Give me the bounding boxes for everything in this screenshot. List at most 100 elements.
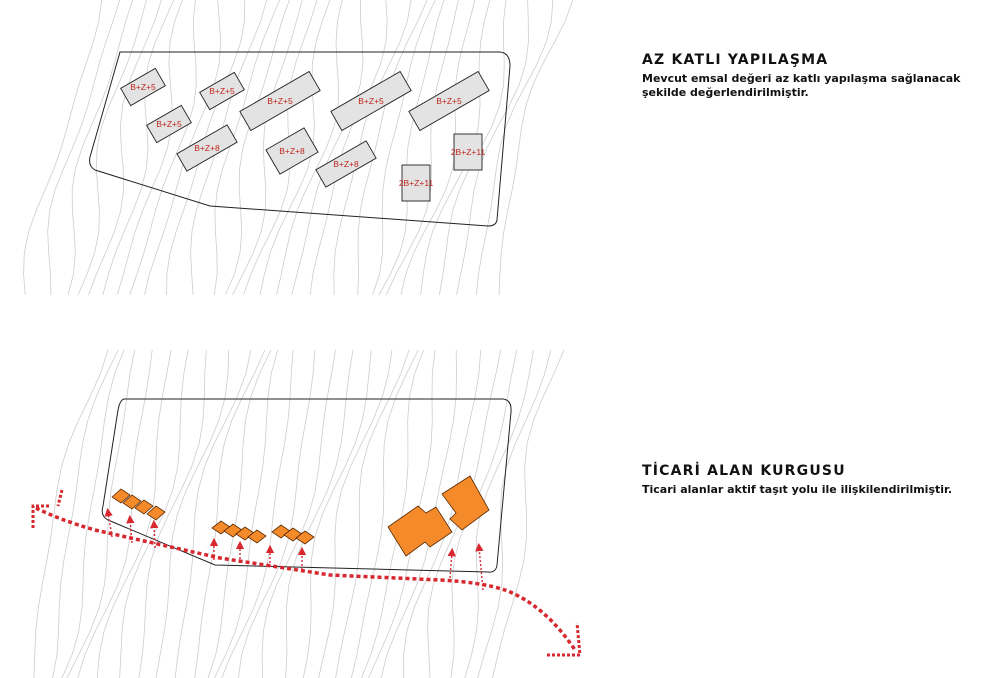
contour-line [403,349,482,678]
contour-line [385,0,459,296]
building-floor-label: B+Z+5 [209,86,235,96]
building-footprint [265,127,319,175]
building-footprint [330,70,412,132]
low-rise-title: AZ KATLI YAPILAŞMA [642,52,829,68]
low-rise-description: Mevcut emsal değeri az katlı yapılaşma s… [642,72,982,100]
contour-line [285,349,354,678]
contour-line [174,349,252,678]
contour-line [194,349,266,678]
site-boundary-top [89,51,511,227]
contour-line [23,0,103,296]
contour-line [52,349,119,678]
contour-line [77,349,153,678]
contour-line [102,0,174,296]
contour-line [207,349,272,678]
commercial-block-large [387,505,453,557]
vehicle-road-path [35,506,577,651]
contour-line [129,0,197,296]
contour-line [456,0,529,296]
commercial-unit [111,488,131,504]
building-floor-label: B+Z+8 [279,146,305,156]
contour-line [138,349,207,678]
building-block: B+Z+8 [265,127,319,175]
commercial-title: TİCARİ ALAN KURGUSU [642,463,846,479]
road-arrow-tick-left [56,489,64,507]
building-floor-label: B+Z+5 [156,119,182,129]
building-footprint [453,133,483,171]
low-rise-caption: AZ KATLI YAPILAŞMA Mevcut emsal değeri a… [642,52,982,100]
commercial-unit [295,530,315,545]
contour-line [378,0,445,296]
contour-line [476,0,554,296]
building-block: B+Z+5 [146,104,192,144]
contour-line [213,0,280,296]
building-footprint [176,124,238,172]
building-floor-label: B+Z+5 [130,82,156,92]
contour-line [498,0,574,296]
contour-line [47,0,121,296]
building-footprint [239,70,321,132]
contour-line [291,0,364,296]
building-footprint [199,71,245,111]
building-block: 2B+Z+11 [399,164,434,202]
contour-line [88,0,162,296]
contour-line [335,349,410,678]
building-floor-label: B+Z+5 [358,96,384,106]
contour-line [318,349,393,678]
contour-line [116,0,183,296]
commercial-unit [247,529,267,544]
commercial-unit [134,499,154,515]
building-block: B+Z+5 [120,67,166,107]
building-floor-label: 2B+Z+11 [451,147,486,157]
contour-line [221,349,294,678]
building-footprint [120,67,166,107]
commercial-unit [122,494,142,510]
commercial-caption: TİCARİ ALAN KURGUSU Ticari alanlar aktif… [642,463,982,497]
building-footprint [408,70,490,132]
building-block: B+Z+5 [199,71,245,111]
contour-line [333,0,412,296]
building-block: B+Z+5 [330,70,412,132]
contour-line [361,349,425,678]
site-boundary-bottom [101,398,512,573]
contour-line [33,349,109,678]
contour-line [276,0,343,296]
contour-line [214,349,279,678]
contour-line [61,349,125,678]
contour-line [67,0,133,296]
contour-line [350,349,419,678]
commercial-description: Ticari alanlar aktif taşıt yolu ile iliş… [642,483,953,496]
contour-line [309,0,388,296]
contour-line [477,349,552,678]
contour-line [302,349,372,678]
low-rise-description-line2: şekilde değerlendirilmiştir. [642,86,809,99]
building-footprint [401,164,431,202]
building-block: B+Z+5 [239,70,321,132]
building-footprint [146,104,192,144]
contour-line [232,0,303,296]
low-rise-description-line1: Mevcut emsal değeri az katlı yapılaşma s… [642,72,961,85]
contour-line [372,0,436,296]
building-block: B+Z+8 [315,140,377,188]
contour-line [77,0,147,296]
contour-line [225,0,290,296]
building-footprint [315,140,377,188]
road-arrowhead-right [547,622,582,657]
contour-line [155,349,230,678]
building-block: 2B+Z+11 [451,133,486,171]
contour-line [237,349,316,678]
building-floor-label: B+Z+5 [267,96,293,106]
contour-line [261,349,336,678]
commercial-units [111,475,490,557]
building-block: B+Z+8 [176,124,238,172]
contour-line [119,349,189,678]
building-floor-label: 2B+Z+11 [399,178,434,188]
building-floor-label: B+Z+5 [436,96,462,106]
building-floor-label: B+Z+8 [333,159,359,169]
commercial-block-large [441,475,490,531]
contour-line [492,349,565,678]
contour-line [357,0,428,296]
road-arrowhead-left [31,504,50,528]
